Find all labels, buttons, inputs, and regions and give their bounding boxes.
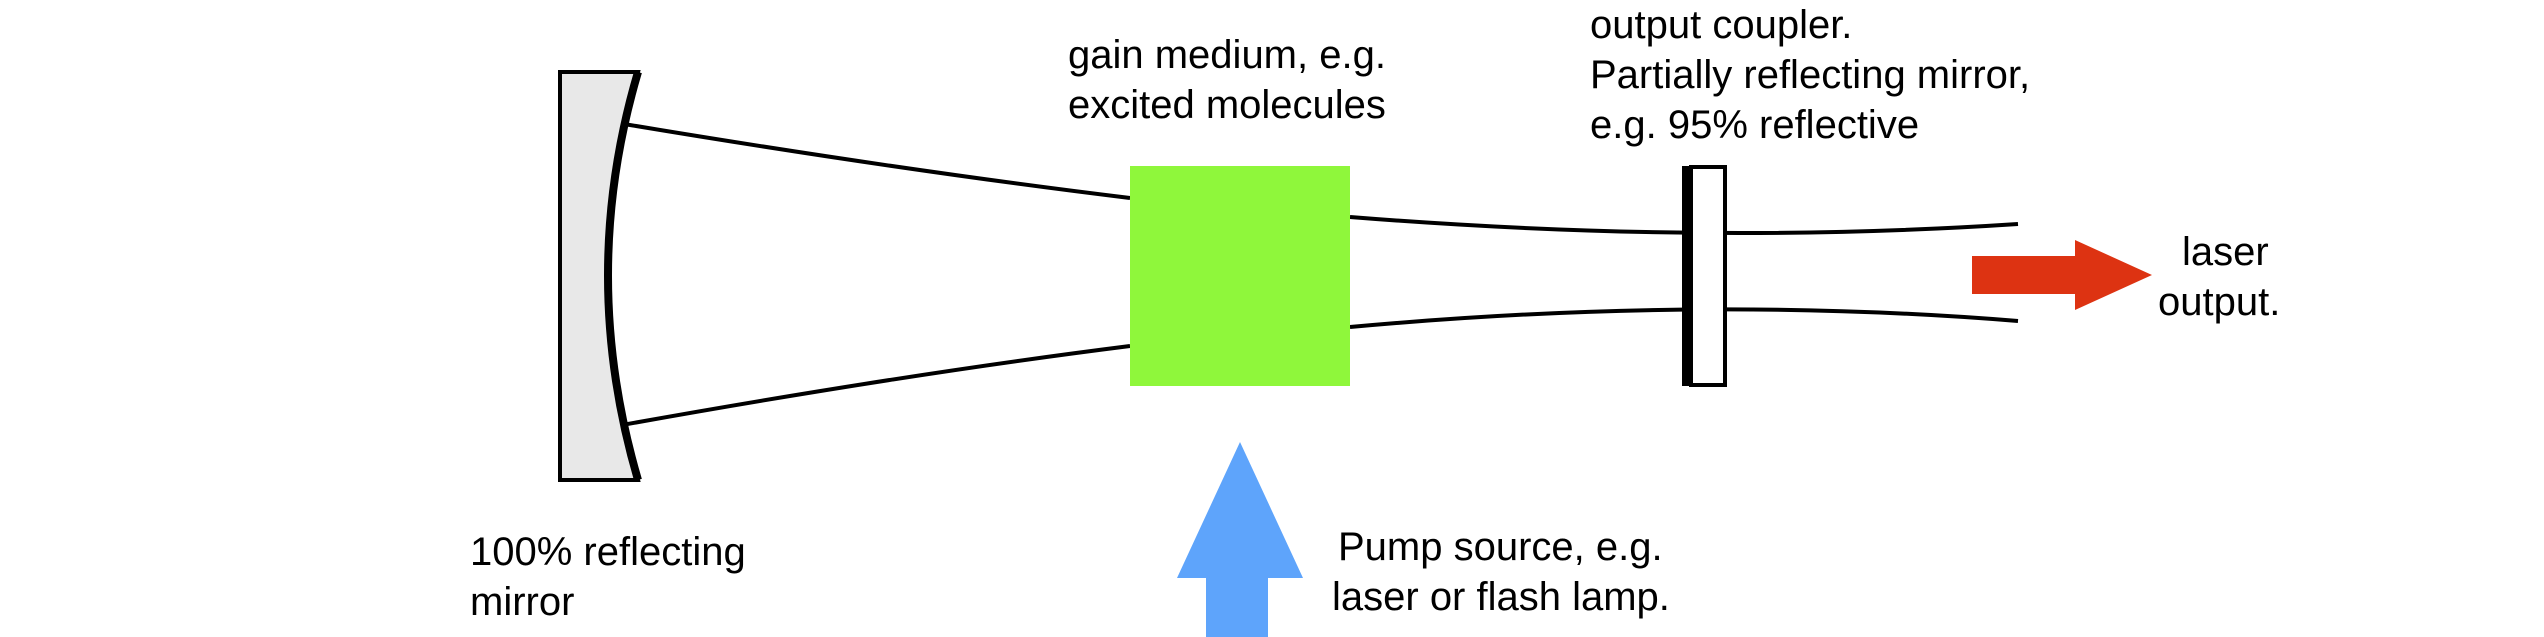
mirror-label-line1: 100% reflecting [470,530,746,574]
output-label-line1: laser [2182,230,2269,274]
coupler-label-line1: output coupler. [1590,3,1852,47]
coupler-reflective-face [1682,166,1691,386]
pump-arrow [1177,442,1303,637]
beam-lower-left [621,344,1131,427]
laser-output-arrow [1972,240,2152,310]
gain-medium-label-line1: gain medium, e.g. [1068,33,1386,77]
mirror-label-line2: mirror [470,580,574,624]
output-coupler [1682,165,1727,387]
coupler-label-line3: e.g. 95% reflective [1590,103,1919,147]
coupler-glass [1689,165,1727,387]
pump-label-line2: laser or flash lamp. [1332,575,1670,619]
gain-medium-label-line2: excited molecules [1068,83,1386,127]
reflecting-mirror [558,70,642,482]
gain-medium [1130,166,1350,386]
beam-upper-left [623,122,1131,200]
output-label-line2: output. [2158,280,2280,324]
coupler-label-line2: Partially reflecting mirror, [1590,53,2030,97]
pump-label-line1: Pump source, e.g. [1338,525,1663,569]
